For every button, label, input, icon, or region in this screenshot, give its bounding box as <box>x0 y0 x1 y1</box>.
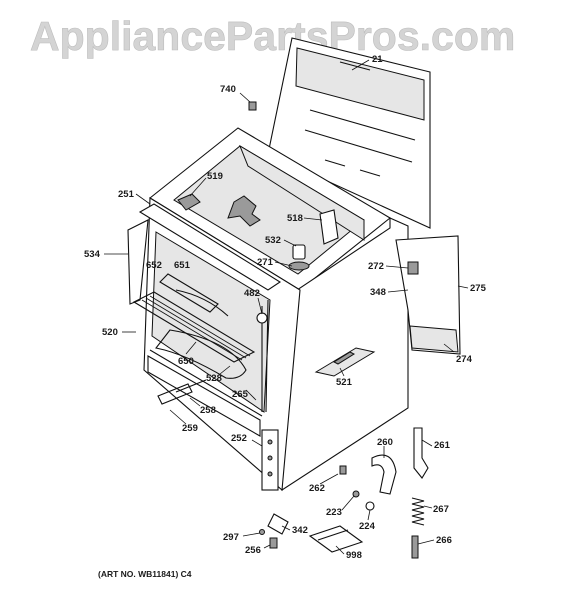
callout-267: 267 <box>433 504 449 515</box>
callout-224: 224 <box>359 521 376 532</box>
callout-532: 532 <box>265 235 281 246</box>
callout-252: 252 <box>231 433 247 444</box>
callout-271: 271 <box>257 257 274 268</box>
callout-534: 534 <box>84 249 101 260</box>
callout-348: 348 <box>370 287 386 298</box>
callout-260: 260 <box>377 437 393 448</box>
callout-258: 258 <box>200 405 216 416</box>
bottom-frame <box>147 355 261 437</box>
callout-223: 223 <box>326 507 342 518</box>
callout-520: 520 <box>102 327 118 338</box>
callout-275: 275 <box>470 283 487 294</box>
callout-262: 262 <box>309 483 325 494</box>
callout-519: 519 <box>207 171 223 182</box>
callout-650: 650 <box>178 356 194 367</box>
back-panel <box>267 37 431 229</box>
callout-266: 266 <box>436 535 452 546</box>
callout-259: 259 <box>182 423 198 434</box>
callout-482: 482 <box>244 288 260 299</box>
oven-racks <box>132 273 256 379</box>
watermark-text: AppliancePartsPros.com <box>30 13 515 59</box>
callout-21: 21 <box>372 54 383 65</box>
door-seal <box>127 219 149 305</box>
art-number: (ART NO. WB11841) C4 <box>98 569 192 579</box>
callout-272: 272 <box>368 261 384 272</box>
callout-651: 651 <box>174 260 191 271</box>
callout-256: 256 <box>245 545 261 556</box>
callout-998: 998 <box>346 550 362 561</box>
leader-lines <box>104 59 469 555</box>
callout-342: 342 <box>292 525 308 536</box>
callout-labels: 21 740 519 251 518 532 534 652 651 271 2… <box>84 54 487 561</box>
callout-265: 265 <box>232 389 249 400</box>
callout-297: 297 <box>223 532 239 543</box>
callout-251: 251 <box>118 189 135 200</box>
callout-261: 261 <box>434 440 451 451</box>
callout-652: 652 <box>146 260 162 271</box>
leg-bracket <box>261 429 279 491</box>
small-parts <box>259 427 429 559</box>
callout-521: 521 <box>336 377 353 388</box>
callout-528: 528 <box>206 373 222 384</box>
callout-274: 274 <box>456 354 473 365</box>
callout-518: 518 <box>287 213 303 224</box>
callout-740: 740 <box>220 84 236 95</box>
